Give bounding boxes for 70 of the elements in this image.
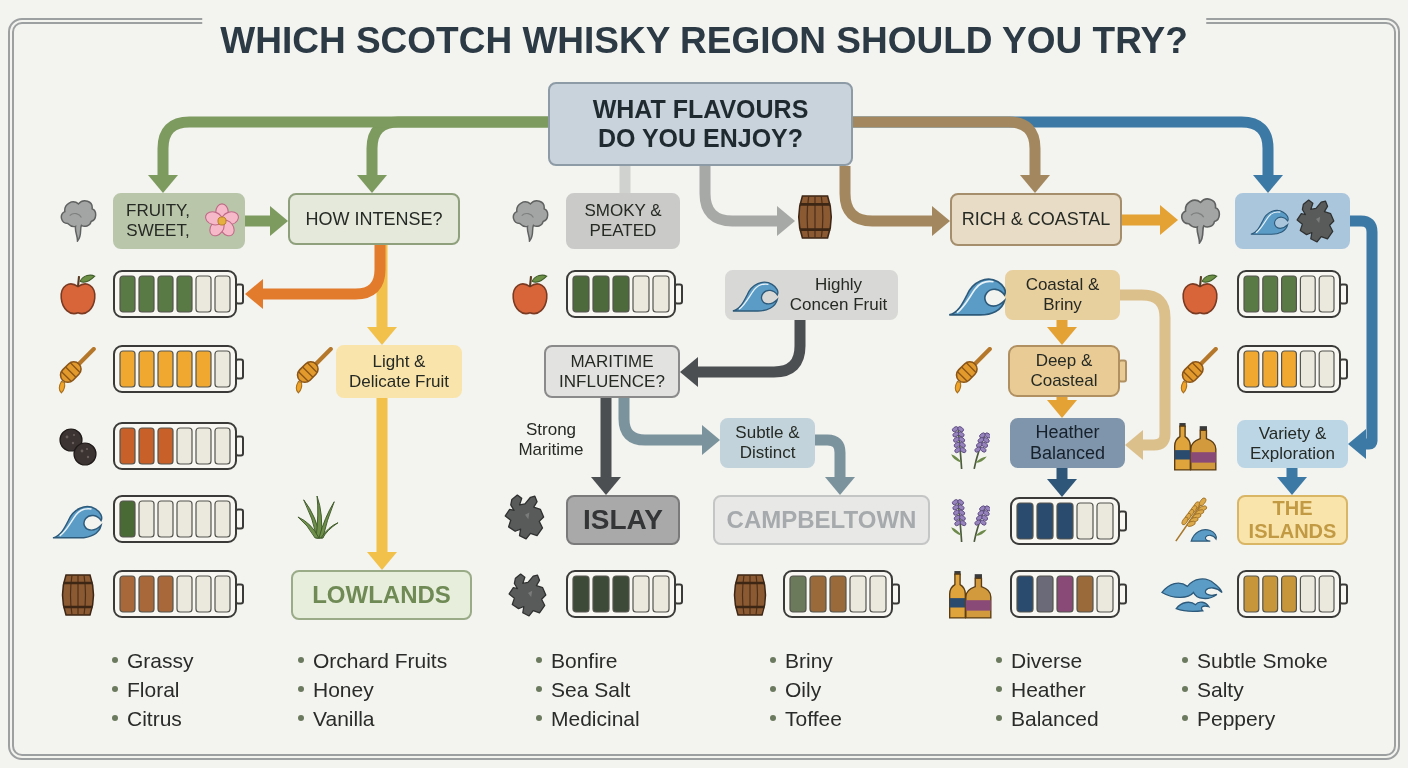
region-box: THE ISLANDS	[1237, 495, 1348, 545]
arrow	[591, 398, 621, 495]
option-box: SMOKY & PEATED	[566, 193, 680, 249]
arrow	[815, 434, 855, 495]
battery-gauge	[113, 345, 245, 393]
arrow	[680, 320, 806, 387]
arrow	[1047, 468, 1077, 497]
question-box: WHAT FLAVOURS DO YOU ENJOY?	[548, 82, 853, 166]
bullet-item: Diverse	[996, 648, 1083, 674]
battery-gauge	[113, 570, 245, 618]
bullet-item: Grassy	[112, 648, 194, 674]
bullet-item: Citrus	[112, 706, 182, 732]
arrow	[699, 166, 795, 236]
arrow	[1047, 320, 1077, 345]
battery-gauge	[1237, 345, 1349, 393]
arrow	[618, 398, 720, 455]
arrow	[1348, 215, 1378, 459]
arrow	[367, 398, 397, 570]
battery-gauge	[1010, 497, 1128, 545]
bullet-item: Heather	[996, 677, 1086, 703]
bullet-item: Peppery	[1182, 706, 1276, 732]
option-text: Highly Concen Fruit	[788, 275, 889, 315]
option-box: Variety & Exploration	[1237, 420, 1348, 468]
icon-tile	[1235, 193, 1350, 249]
bullet-item: Oily	[770, 677, 822, 703]
battery-gauge	[113, 270, 245, 318]
option-box: Heather Balanced	[1010, 418, 1125, 468]
option-box: Coastal & Briny	[1005, 270, 1120, 320]
bullet-item: Toffee	[770, 706, 842, 732]
bullet-item: Honey	[298, 677, 374, 703]
arrow	[245, 206, 288, 236]
battery-gauge	[113, 422, 245, 470]
battery-gauge	[1237, 270, 1349, 318]
battery-gauge	[113, 495, 245, 543]
bullet-item: Bonfire	[536, 648, 618, 674]
battery-gauge	[1237, 570, 1349, 618]
bullet-item: Medicinal	[536, 706, 640, 732]
option-text: FRUITY, SWEET,	[125, 201, 191, 241]
question-box: HOW INTENSE?	[288, 193, 460, 245]
question-box: MARITIME INFLUENCE?	[544, 345, 680, 398]
connector-line	[619, 166, 631, 193]
option-box: Light & Delicate Fruit	[336, 345, 462, 398]
region-box: CAMPBELTOWN	[713, 495, 930, 545]
bullet-item: Salty	[1182, 677, 1244, 703]
battery-gauge	[566, 570, 684, 618]
option-box: RICH & COASTAL	[950, 193, 1122, 246]
option-box	[725, 270, 898, 320]
arrow	[245, 245, 386, 309]
barrel-icon	[795, 195, 835, 239]
arrow	[367, 245, 397, 345]
region-box: ISLAY	[566, 495, 680, 545]
arrow	[148, 116, 548, 193]
arrow	[1047, 397, 1077, 418]
bullet-item: Sea Salt	[536, 677, 631, 703]
region-box: LOWLANDS	[291, 570, 472, 620]
bullet-item: Floral	[112, 677, 180, 703]
battery-gauge	[566, 270, 684, 318]
arrow	[853, 116, 1050, 193]
smoke-icon	[1178, 196, 1222, 244]
bullet-item: Vanilla	[298, 706, 375, 732]
option-box	[113, 193, 245, 249]
bullet-item: Orchard Fruits	[298, 648, 448, 674]
bullet-item: Briny	[770, 648, 833, 674]
arrow	[1122, 205, 1178, 235]
bullet-item: Balanced	[996, 706, 1099, 732]
battery-gauge	[1010, 570, 1128, 618]
arrow	[1277, 468, 1307, 495]
bullet-item: Subtle Smoke	[1182, 648, 1328, 674]
option-box: Subtle & Distinct	[720, 418, 815, 468]
battery-gauge	[783, 570, 901, 618]
